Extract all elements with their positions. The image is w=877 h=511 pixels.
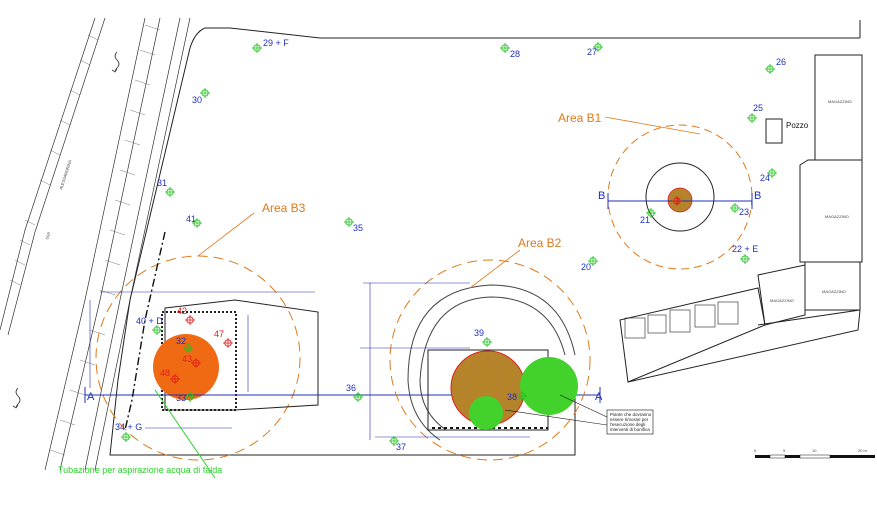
area-b1-leader xyxy=(604,116,701,135)
survey-point-label-p40: 40 + D xyxy=(136,316,163,326)
scale-bar: 0 5 10 20 m xyxy=(754,448,875,459)
survey-point-label-p38: 38 xyxy=(507,392,517,402)
site-boundary xyxy=(109,20,861,456)
survey-point-label-p25: 25 xyxy=(753,103,763,113)
survey-point-marker-p41 xyxy=(192,218,202,228)
sample-point-marker-p3 xyxy=(672,196,682,206)
survey-point-marker-p39 xyxy=(482,337,492,347)
magazzino-label-3: MAGAZZINO xyxy=(822,289,846,294)
dimension-lines-b3 xyxy=(89,291,315,429)
hatch-lines xyxy=(9,24,161,456)
note-line-2: essere rimosse per xyxy=(610,417,649,422)
flow-arrow-icon xyxy=(12,51,120,409)
survey-point-marker-p25 xyxy=(747,113,757,123)
survey-point-marker-p21 xyxy=(646,208,656,218)
survey-point-label-p39: 39 xyxy=(474,328,484,338)
survey-point-marker-p34g xyxy=(121,432,131,442)
survey-point-marker-p38 xyxy=(517,391,527,401)
survey-point-label-p30: 30 xyxy=(192,95,202,105)
area-b2-leader xyxy=(469,249,521,289)
tubazione-label: Tubazione per aspirazione acqua di falda xyxy=(58,465,222,475)
survey-point-label-p34g: 34 + G xyxy=(115,422,142,432)
survey-point-label-p26: 26 xyxy=(776,57,786,67)
area-b1-label: Area B1 xyxy=(558,111,602,125)
section-b-right: B xyxy=(754,190,761,202)
removal-note: Piante che dovranno essere rimosse per l… xyxy=(504,394,654,435)
survey-point-marker-p20 xyxy=(588,256,598,266)
section-a-left: A xyxy=(87,391,95,403)
survey-point-marker-p29f xyxy=(252,43,262,53)
road-label-ss9: SS9 xyxy=(44,231,51,240)
survey-point-marker-p36 xyxy=(353,392,363,402)
sample-point-marker-p43 xyxy=(191,358,201,368)
area-b3-leader xyxy=(197,212,255,257)
magazzino-label-2: MAGAZZINO xyxy=(825,214,849,219)
note-line-4: interventi di bonifica xyxy=(610,427,650,432)
survey-point-label-p20: 20 xyxy=(581,262,591,272)
sample-point-label-p3: 3 xyxy=(674,196,679,206)
survey-point-marker-p28 xyxy=(500,43,510,53)
pipe-line xyxy=(124,231,166,431)
scale-tick-10: 10 xyxy=(812,448,817,453)
section-a-right: A xyxy=(595,391,603,403)
magazzino-label-4: MAGAZZINO xyxy=(770,298,794,303)
survey-point-label-p21: 21 xyxy=(640,215,650,225)
survey-point-marker-p30 xyxy=(200,88,210,98)
tubazione-leader xyxy=(154,389,216,479)
scale-tick-5: 5 xyxy=(783,448,786,453)
sample-point-marker-p48 xyxy=(170,374,180,384)
area-b2 xyxy=(389,259,591,461)
survey-point-label-p24: 24 xyxy=(760,173,770,183)
warehouse-buildings xyxy=(619,54,863,383)
scale-tick-0: 0 xyxy=(754,448,757,453)
sample-point-label-p43: 43 xyxy=(182,354,192,364)
survey-point-marker-p24 xyxy=(767,168,777,178)
sample-point-marker-p47 xyxy=(223,338,233,348)
survey-point-marker-p37 xyxy=(389,436,399,446)
survey-point-label-p41: 41 xyxy=(186,214,196,224)
survey-point-marker-p31 xyxy=(165,187,175,197)
survey-point-label-p36: 36 xyxy=(346,383,356,393)
survey-point-label-p35: 35 xyxy=(353,223,363,233)
road-label-alessandrina: ALESSANDRINA xyxy=(58,159,72,190)
survey-point-marker-p26 xyxy=(765,64,775,74)
survey-point-label-p33: 33 xyxy=(176,393,186,403)
area-b3-label: Area B3 xyxy=(262,201,306,215)
sample-point-label-p47: 47 xyxy=(214,329,224,339)
dimension-lines-b2 xyxy=(360,282,530,440)
survey-point-label-p37: 37 xyxy=(396,442,406,452)
sample-point-label-p42: 42 xyxy=(177,306,187,316)
magazzino-label-1: MAGAZZINO xyxy=(828,99,852,104)
section-b-left: B xyxy=(598,190,605,202)
survey-point-marker-p33 xyxy=(185,392,195,402)
note-line-3: l'esecuzione degli xyxy=(610,422,645,427)
sample-point-label-p48: 48 xyxy=(160,368,170,378)
survey-point-label-p23: 23 xyxy=(739,207,749,217)
survey-point-marker-p35 xyxy=(344,217,354,227)
building-details xyxy=(624,301,739,339)
sample-point-marker-p42 xyxy=(185,315,195,325)
survey-point-marker-p40 xyxy=(152,325,162,335)
survey-point-marker-p32 xyxy=(183,343,193,353)
survey-point-label-p22e: 22 + E xyxy=(732,244,758,254)
survey-point-marker-p22e xyxy=(740,254,750,264)
area-b2-label: Area B2 xyxy=(518,236,562,250)
survey-point-marker-p23 xyxy=(730,203,740,213)
scale-tick-20: 20 m xyxy=(858,448,868,453)
survey-point-marker-p27 xyxy=(593,42,603,52)
note-line-1: Piante che dovranno xyxy=(610,412,652,417)
area-b3 xyxy=(84,255,600,461)
survey-point-label-p31: 31 xyxy=(157,178,167,188)
survey-point-label-p29f: 29 + F xyxy=(263,38,289,48)
survey-point-label-p32: 32 xyxy=(176,336,186,346)
survey-point-label-p27: 27 xyxy=(587,47,597,57)
survey-point-label-p28: 28 xyxy=(510,49,520,59)
pozzo-label: Pozzo xyxy=(786,121,809,130)
area-b1 xyxy=(607,124,753,270)
